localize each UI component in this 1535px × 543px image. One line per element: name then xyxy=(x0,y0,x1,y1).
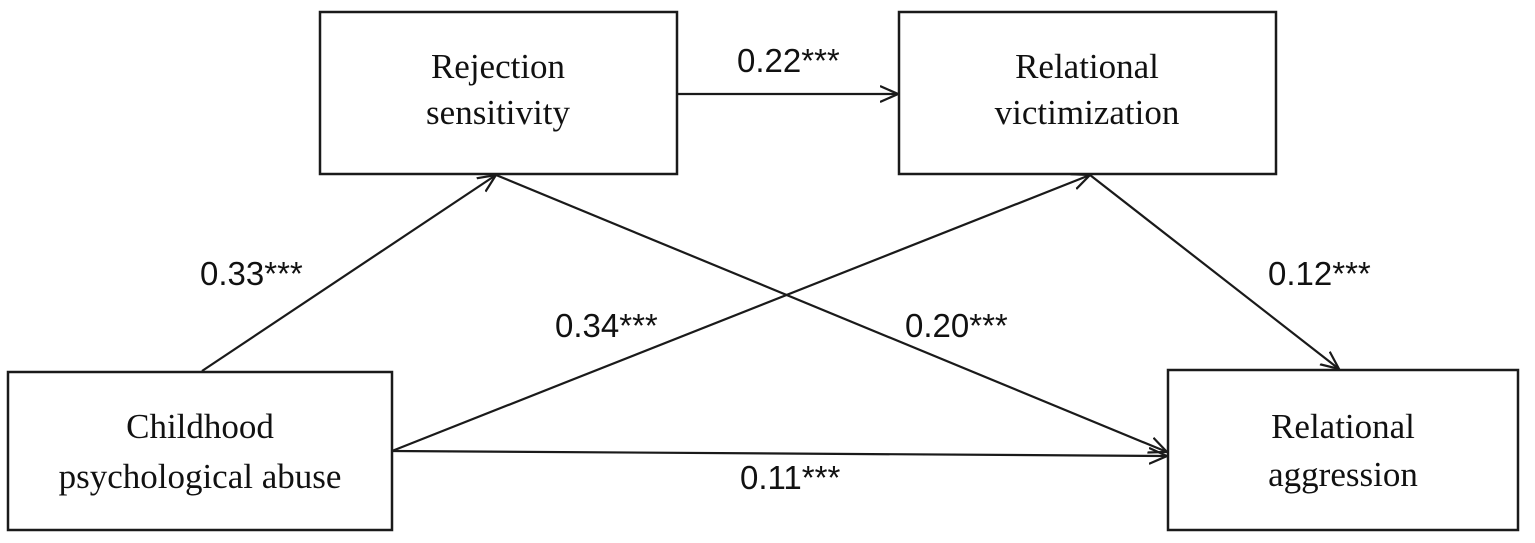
node-relational-aggression-line1: Relational xyxy=(1271,407,1415,446)
coef-ca-to-rv: 0.34*** xyxy=(555,307,658,344)
node-rejection-sensitivity-line1: Rejection xyxy=(431,47,565,86)
coef-rv-to-ra: 0.12*** xyxy=(1268,255,1371,292)
node-relational-aggression: Relational aggression xyxy=(1166,368,1520,532)
node-relational-victimization-line1: Relational xyxy=(1015,47,1159,86)
node-relational-victimization-line2: victimization xyxy=(995,93,1180,132)
edge-ca-to-ra xyxy=(391,451,1167,456)
coef-rs-to-rv: 0.22*** xyxy=(737,42,840,79)
coef-rs-to-ra: 0.20*** xyxy=(905,307,1008,344)
edge-rs-to-ra xyxy=(495,173,1167,452)
node-childhood-abuse-line1: Childhood xyxy=(126,407,274,446)
node-childhood-psychological-abuse: Childhood psychological abuse xyxy=(6,370,394,532)
node-relational-aggression-line2: aggression xyxy=(1268,455,1418,494)
edge-ca-to-rv xyxy=(391,175,1090,453)
node-childhood-abuse-line2: psychological abuse xyxy=(59,457,342,496)
node-rejection-sensitivity: Rejection sensitivity xyxy=(318,10,679,176)
coef-ca-to-rs: 0.33*** xyxy=(200,255,303,292)
coef-ca-to-ra: 0.11*** xyxy=(740,459,840,496)
edge-rv-to-ra xyxy=(1089,174,1339,369)
node-relational-victimization: Relational victimization xyxy=(897,10,1278,176)
node-rejection-sensitivity-line2: sensitivity xyxy=(426,93,570,132)
edge-ca-to-rs xyxy=(201,175,496,372)
